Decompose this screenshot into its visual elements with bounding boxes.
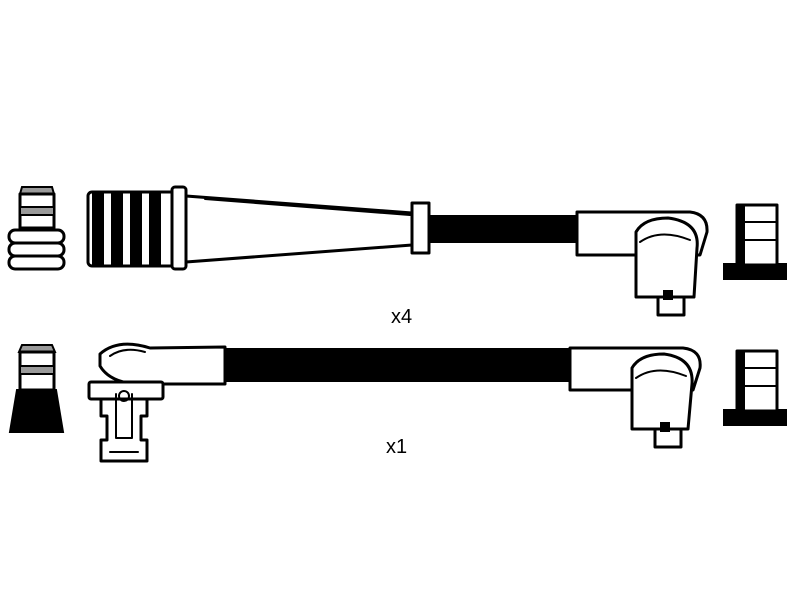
distributor-terminal-icon xyxy=(723,349,787,426)
coil-terminal-nut-icon xyxy=(8,344,65,433)
distributor-terminal-icon xyxy=(723,203,787,280)
quantity-label-row-2: x1 xyxy=(386,436,408,458)
angled-distributor-boot xyxy=(575,210,709,317)
ignition-cable xyxy=(224,348,571,382)
ribbed-plug-boot xyxy=(86,185,188,271)
lead-assembly-row-1 xyxy=(7,185,787,317)
angled-coil-boot xyxy=(87,342,227,463)
tapered-sleeve xyxy=(184,194,431,264)
quantity-label-row-1: x4 xyxy=(391,306,413,328)
lead-assembly-row-2 xyxy=(8,342,787,463)
angled-distributor-boot xyxy=(568,346,702,449)
ignition-cable xyxy=(428,215,579,243)
plug-terminal-nut-icon xyxy=(7,186,66,271)
